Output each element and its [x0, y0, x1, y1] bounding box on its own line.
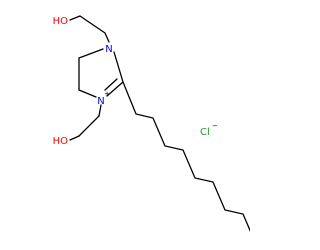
bond-c4-n3	[78, 89, 97, 98]
undecyl-chain	[122, 81, 250, 232]
negative-charge: −	[212, 122, 218, 130]
chloride-label: Cl	[200, 127, 210, 138]
bond-n3-ch2-left	[98, 104, 102, 117]
bond-n1-c2	[113, 51, 124, 83]
nitrogen-label-n1: N	[105, 44, 112, 55]
bond-o-c-top	[69, 15, 81, 21]
nitrogen-label-n3: N	[97, 96, 104, 107]
hydroxyl-label-top: HO	[53, 16, 69, 27]
bond-c2-n3-double	[104, 78, 118, 91]
hydroxyl-label-left: HO	[53, 136, 69, 147]
bond-ch2-n1	[104, 32, 110, 43]
positive-charge: +	[104, 90, 110, 98]
bond-ch2-ch2-left	[78, 115, 100, 137]
bond-c-o-left	[69, 135, 80, 141]
chemical-structure: HO N N + HO Cl −	[53, 15, 250, 232]
bond-ch2-ch2-top	[79, 15, 106, 34]
bond-n1-c5	[78, 48, 104, 59]
bond-c2-n3-single	[106, 81, 124, 97]
